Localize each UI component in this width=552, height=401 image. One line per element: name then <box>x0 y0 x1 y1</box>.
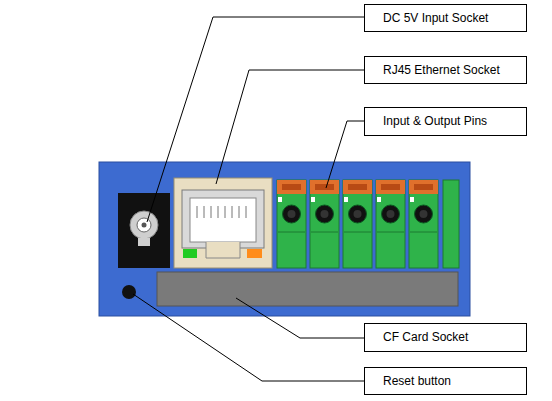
callout-box: CF Card Socket <box>364 323 527 352</box>
green-led <box>183 249 197 258</box>
callout-label: CF Card Socket <box>365 330 476 345</box>
cf-card-slot <box>157 272 458 306</box>
terminal-blocks <box>277 180 459 268</box>
reset-button <box>122 285 136 299</box>
callout-label: Reset button <box>365 374 459 389</box>
callout-box: Input & Output Pins <box>364 107 527 136</box>
dc-socket <box>118 193 170 268</box>
callout-box: RJ45 Ethernet Socket <box>364 56 527 84</box>
orange-led <box>247 249 262 258</box>
callout-box: Reset button <box>364 367 527 395</box>
callout-box: DC 5V Input Socket <box>364 4 527 32</box>
leader-lines <box>133 17 364 381</box>
callout-label: DC 5V Input Socket <box>365 11 496 26</box>
rj45-socket <box>174 178 272 268</box>
device-body <box>99 162 470 316</box>
callout-label: Input & Output Pins <box>365 114 495 129</box>
callout-label: RJ45 Ethernet Socket <box>365 63 508 78</box>
